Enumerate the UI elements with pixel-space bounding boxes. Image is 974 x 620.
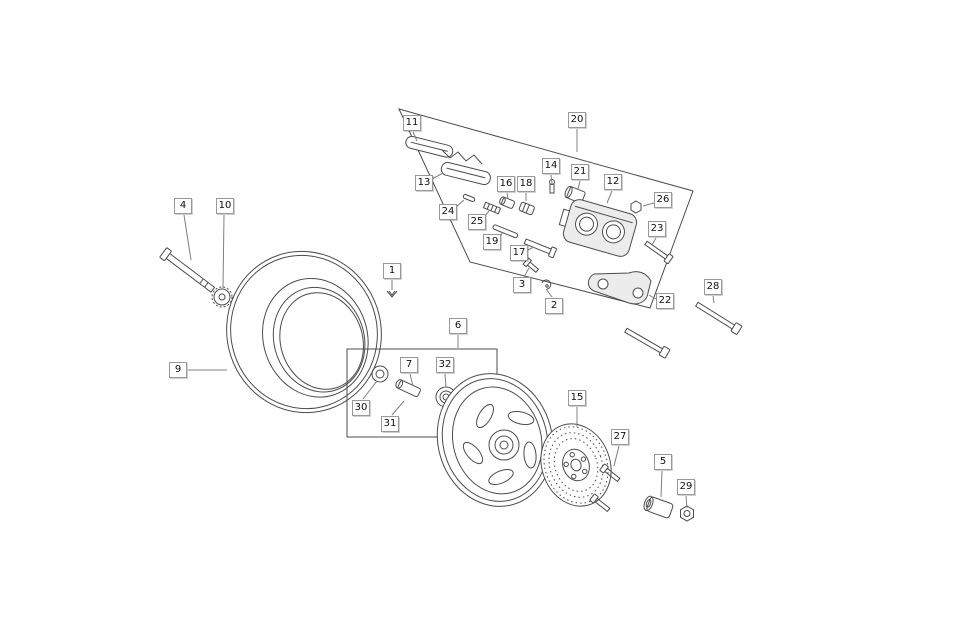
callout-25: 25 <box>468 214 486 230</box>
callout-30: 30 <box>352 400 370 416</box>
bracket-bolt <box>644 240 674 265</box>
brake-disc <box>540 423 612 507</box>
spacer-ring <box>371 365 389 383</box>
callout-17: 17 <box>510 245 528 261</box>
pad-spring <box>441 149 483 165</box>
callout-2: 2 <box>545 298 563 314</box>
leader-lines <box>183 129 715 509</box>
hub-spacer <box>643 495 674 519</box>
callout-7: 7 <box>400 357 418 373</box>
slide-boot <box>518 201 535 216</box>
callout-11: 11 <box>403 115 421 131</box>
guide-pin <box>492 224 519 239</box>
tire <box>226 250 382 414</box>
disc-bolt <box>599 463 621 483</box>
callout-12: 12 <box>604 174 622 190</box>
slide-bolt <box>523 238 557 259</box>
callout-16: 16 <box>497 176 515 192</box>
pad-bolt <box>522 257 540 273</box>
callout-29: 29 <box>677 479 695 495</box>
callout-9: 9 <box>169 362 187 378</box>
brake-caliper <box>558 199 638 257</box>
callout-4: 4 <box>174 198 192 214</box>
callout-20: 20 <box>568 112 586 128</box>
brake-pad <box>405 135 454 158</box>
axle <box>159 247 216 293</box>
callout-5: 5 <box>654 454 672 470</box>
callout-10: 10 <box>216 198 234 214</box>
small-nut <box>630 200 642 214</box>
callout-23: 23 <box>648 221 666 237</box>
retaining-clip <box>386 290 398 298</box>
callout-31: 31 <box>381 416 399 432</box>
slide-bushing <box>499 196 515 209</box>
callout-15: 15 <box>568 390 586 406</box>
callout-14: 14 <box>542 158 560 174</box>
callout-19: 19 <box>483 234 501 250</box>
rear-wheel <box>436 373 554 507</box>
callout-21: 21 <box>571 164 589 180</box>
spring <box>482 201 502 215</box>
toothed-washer <box>211 286 233 308</box>
clip-washer <box>541 279 552 290</box>
caliper-piston <box>564 185 586 204</box>
callout-18: 18 <box>517 176 535 192</box>
callout-22: 22 <box>656 293 674 309</box>
callout-27: 27 <box>611 429 629 445</box>
brake-pad <box>440 161 491 186</box>
mounting-bolt <box>624 327 671 359</box>
callout-3: 3 <box>513 277 531 293</box>
spacer-tube <box>395 379 421 398</box>
axle-nut <box>680 505 694 522</box>
caliper-bracket <box>587 271 652 305</box>
mounting-bolt <box>694 301 743 335</box>
callout-24: 24 <box>439 204 457 220</box>
pad-pin <box>462 194 476 202</box>
callout-13: 13 <box>415 175 433 191</box>
callout-28: 28 <box>704 279 722 295</box>
callout-6: 6 <box>449 318 467 334</box>
callout-26: 26 <box>654 192 672 208</box>
disc-bolt <box>589 493 611 513</box>
callout-1: 1 <box>383 263 401 279</box>
callout-32: 32 <box>436 357 454 373</box>
